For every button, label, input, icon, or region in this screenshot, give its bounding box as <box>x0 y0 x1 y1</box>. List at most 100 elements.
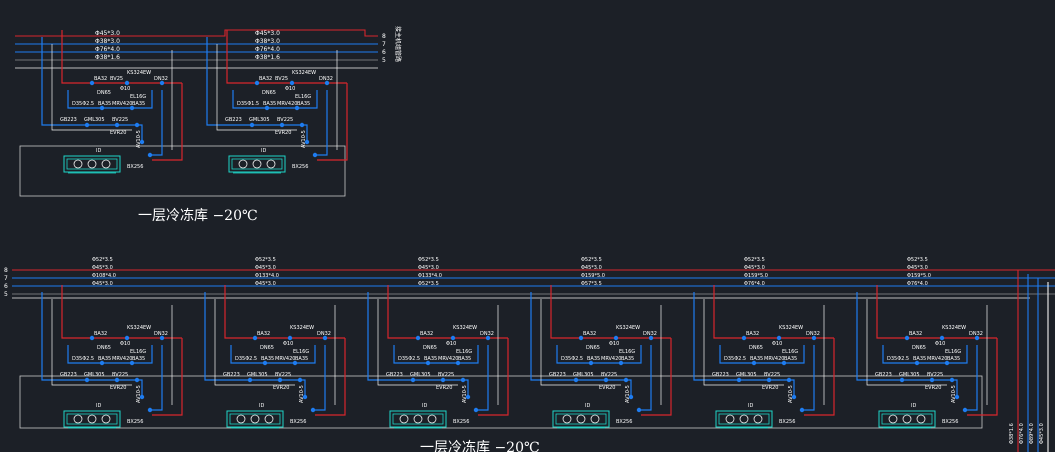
suction-pipe <box>61 30 182 84</box>
air-cooler-inner <box>66 413 118 425</box>
line-number-label: 5 <box>4 291 8 298</box>
line-number-label: 6 <box>382 49 386 56</box>
valve-label: DN65 <box>912 345 926 351</box>
valve-label: BV225 <box>112 372 128 378</box>
air-cooler-frame <box>228 155 286 173</box>
fan-icon <box>264 414 274 424</box>
valve-icon <box>473 407 479 413</box>
valve-icon <box>139 139 145 145</box>
valve-label: BV25 <box>110 76 123 82</box>
valve-icon <box>99 105 105 111</box>
pipe-size-label: Φ45*3.0 <box>255 265 276 271</box>
air-cooler-icon <box>715 410 773 429</box>
liquid-pipe <box>67 345 153 364</box>
valve-icon <box>294 105 300 111</box>
air-cooler-icon <box>878 410 936 429</box>
pipe-size-label: Φ76*4.0 <box>255 46 280 53</box>
fan-icon <box>236 414 246 424</box>
fan-icon <box>399 414 409 424</box>
riser-label: Φ38*1.6 <box>1009 423 1015 444</box>
liquid-pipe <box>41 37 143 142</box>
valve-label: Φ10 <box>120 86 130 92</box>
fan-icon <box>753 414 763 424</box>
valve-icon <box>440 377 446 383</box>
valve-label: BA32 <box>746 331 759 337</box>
hotgas-pipe <box>51 44 132 131</box>
suction-pipe <box>876 285 997 339</box>
valve-label: MRV420 <box>112 356 132 362</box>
valve-icon <box>147 407 153 413</box>
valve-icon <box>962 407 968 413</box>
valve-icon <box>279 122 285 128</box>
valve-icon <box>623 377 629 383</box>
valve-label: BA35 <box>295 356 308 362</box>
liquid-pipe <box>393 345 479 364</box>
valve-label: DN65 <box>97 345 111 351</box>
air-cooler-frame <box>63 410 121 428</box>
valve-icon <box>573 377 579 383</box>
valve-label: D35Φ2.5 <box>235 356 257 362</box>
valve-icon <box>252 335 258 341</box>
valve-label: BV25 <box>275 76 288 82</box>
valve-station-label: KS324EW <box>942 325 966 331</box>
valve-icon <box>124 335 130 341</box>
valve-icon <box>811 335 817 341</box>
valve-label: BA32 <box>583 331 596 337</box>
suction-pipe <box>315 338 346 416</box>
valve-label: DN32 <box>319 76 333 82</box>
suction-pipe <box>61 285 182 339</box>
valve-label: DN32 <box>806 331 820 337</box>
pipe-size-label: Φ76*4.0 <box>744 281 765 287</box>
fan-icon <box>101 414 111 424</box>
valve-label: D35Φ2.5 <box>724 356 746 362</box>
line-number-label: 7 <box>382 41 386 48</box>
valve-label: D35Φ2.5 <box>72 356 94 362</box>
valve-label: MRV420 <box>277 101 297 107</box>
pipe-size-label: Φ108*4.0 <box>92 273 116 279</box>
valve-icon <box>939 335 945 341</box>
valve-label: Φ10 <box>609 341 619 347</box>
air-cooler-inner <box>392 413 444 425</box>
valve-label: DN65 <box>262 90 276 96</box>
valve-label: EVR20 <box>275 130 291 136</box>
liquid-pipe <box>315 90 328 156</box>
liquid-pipe <box>802 345 815 411</box>
pipe-size-label: Φ52*3.5 <box>581 257 602 263</box>
air-cooler-icon <box>63 410 121 429</box>
liquid-pipe <box>719 345 805 364</box>
valve-station-label: KS324EW <box>779 325 803 331</box>
valve-label: BA32 <box>94 76 107 82</box>
valve-label: BV225 <box>438 372 454 378</box>
hotgas-pipe <box>216 44 297 131</box>
valve-icon <box>292 360 298 366</box>
suction-pipe <box>550 285 671 339</box>
valve-label: EL16G <box>295 94 311 100</box>
valve-icon <box>799 407 805 413</box>
unit-id-label: ID <box>422 403 427 409</box>
valve-label: DN32 <box>154 331 168 337</box>
valve-station-label: KS324EW <box>616 325 640 331</box>
valve-label: BA35 <box>98 101 111 107</box>
valve-label: BA35 <box>750 356 763 362</box>
valve-station-label: KS324EW <box>292 70 316 76</box>
fan-icon <box>73 414 83 424</box>
valve-label: BV225 <box>277 117 293 123</box>
valve-label: AV10-5 <box>788 385 794 403</box>
valve-label: D35Φ2.5 <box>72 101 94 107</box>
valve-label: DN32 <box>969 331 983 337</box>
valve-icon <box>114 122 120 128</box>
valve-station-label: KS324EW <box>127 70 151 76</box>
valve-icon <box>741 335 747 341</box>
liquid-pipe <box>67 90 153 109</box>
line-number-label: 6 <box>4 283 8 290</box>
valve-label: GB223 <box>712 372 729 378</box>
pipe-size-label: Φ133*4.0 <box>255 273 279 279</box>
valve-label: BA35 <box>621 356 634 362</box>
valve-icon <box>450 335 456 341</box>
valve-label: MRV420 <box>601 356 621 362</box>
valve-label: BV225 <box>601 372 617 378</box>
liquid-pipe <box>639 345 652 411</box>
